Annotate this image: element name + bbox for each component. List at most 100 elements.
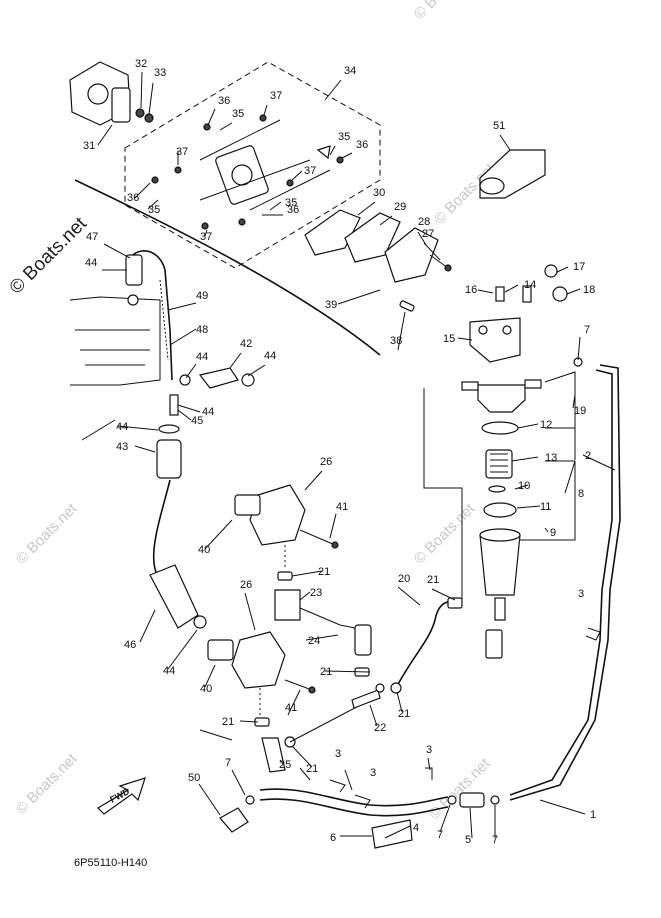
- callout-leader: [499, 134, 511, 151]
- filter-leaders: [423, 371, 576, 605]
- clip-3c: [354, 794, 371, 809]
- callout-44: 44: [202, 406, 214, 418]
- gasket-31: [111, 87, 131, 123]
- callout-22: 22: [374, 722, 386, 734]
- callout-36: 36: [218, 95, 230, 107]
- screw-37: [259, 114, 267, 122]
- bolt-41b-head: [308, 686, 316, 694]
- callout-leader: [582, 454, 616, 471]
- screw-37: [174, 166, 182, 174]
- callout-21: 21: [427, 574, 439, 586]
- watermark: © Boats.net: [13, 750, 81, 818]
- engine-detail: [75, 329, 150, 366]
- callout-31: 31: [83, 140, 95, 152]
- callout-16: 16: [465, 284, 477, 296]
- callout-33: 33: [154, 67, 166, 79]
- callout-leader: [117, 425, 159, 431]
- callout-leader: [324, 79, 342, 101]
- callout-leader: [134, 182, 151, 199]
- grommet-17: [544, 264, 558, 278]
- callout-49: 49: [196, 290, 208, 302]
- callout-leader: [239, 720, 259, 723]
- callout-44: 44: [196, 351, 208, 363]
- bracket-hole: [502, 325, 512, 335]
- fitting-24: [354, 624, 372, 656]
- callout-4: 4: [413, 822, 419, 834]
- callout-leader: [291, 170, 303, 181]
- sensor-stem: [494, 597, 506, 621]
- hose-42: [198, 367, 239, 389]
- filter-nipple-left: [461, 381, 479, 391]
- element-13: [485, 449, 513, 479]
- callout-leader: [379, 215, 393, 226]
- callout-45: 45: [191, 415, 203, 427]
- callout-15: 15: [443, 333, 455, 345]
- callout-leader: [344, 769, 353, 791]
- callout-leader: [431, 588, 456, 601]
- callout-8: 8: [578, 488, 584, 500]
- callout-44: 44: [85, 257, 97, 269]
- callout-18: 18: [583, 284, 595, 296]
- callout-40: 40: [198, 544, 210, 556]
- joint-22: [351, 689, 381, 709]
- callout-leader: [147, 199, 159, 210]
- pin-38: [399, 300, 415, 312]
- callout-50: 50: [188, 772, 200, 784]
- bolt-36: [203, 123, 211, 131]
- callout-35: 35: [338, 131, 350, 143]
- callout-11: 11: [540, 501, 551, 513]
- clip-44-c: [179, 374, 191, 386]
- filter-nipple-right: [524, 379, 542, 389]
- fitting-43: [156, 439, 182, 479]
- callout-leader: [103, 243, 131, 259]
- callout-44: 44: [163, 665, 175, 677]
- callout-1: 1: [590, 809, 596, 821]
- part-code: 6P55110-H140: [74, 857, 147, 869]
- element-pleats: [490, 453, 508, 473]
- bolt-36: [238, 218, 246, 226]
- callout-leader: [279, 759, 284, 765]
- callout-leader: [167, 629, 198, 670]
- callout-13: 13: [545, 452, 557, 464]
- callout-21: 21: [306, 763, 318, 775]
- callout-leader: [504, 284, 519, 293]
- clip-3b: [329, 779, 346, 793]
- bellows-49: [159, 279, 169, 361]
- callout-leader: [304, 470, 323, 491]
- callout-leader: [291, 570, 323, 577]
- callout-leader: [204, 519, 233, 550]
- callout-26: 26: [320, 456, 332, 468]
- bolt-27: [429, 254, 449, 269]
- check-valve-35: [316, 145, 331, 160]
- callout-leader: [204, 664, 216, 688]
- callout-35: 35: [232, 108, 244, 120]
- callout-leader: [564, 460, 576, 494]
- clip-3d: [425, 767, 433, 780]
- hose-4-edge: [259, 798, 449, 817]
- callout-leader: [397, 311, 406, 351]
- callout-36: 36: [287, 204, 299, 216]
- callout-leader: [219, 122, 233, 131]
- joint-23: [274, 589, 301, 621]
- clip-44-d: [241, 373, 255, 387]
- gasket-40a: [234, 494, 261, 516]
- callout-leader: [244, 592, 256, 631]
- filter-cup-9: [479, 534, 521, 596]
- hose-2-1-edge: [509, 369, 613, 796]
- watermark: © Boats.net: [13, 500, 81, 568]
- callout-leader: [427, 757, 431, 771]
- callout-leader: [396, 691, 403, 713]
- callout-leader: [229, 352, 242, 369]
- callout-leader: [337, 289, 381, 305]
- callout-leader: [517, 423, 539, 429]
- diaphragm-29: [344, 212, 401, 263]
- callout-leader: [577, 336, 581, 361]
- callout-leader: [329, 513, 337, 539]
- fitting-47: [125, 254, 143, 286]
- callout-leader: [516, 505, 541, 509]
- callout-leader: [384, 825, 411, 839]
- callout-leader: [97, 124, 113, 146]
- callout-leader: [556, 266, 569, 273]
